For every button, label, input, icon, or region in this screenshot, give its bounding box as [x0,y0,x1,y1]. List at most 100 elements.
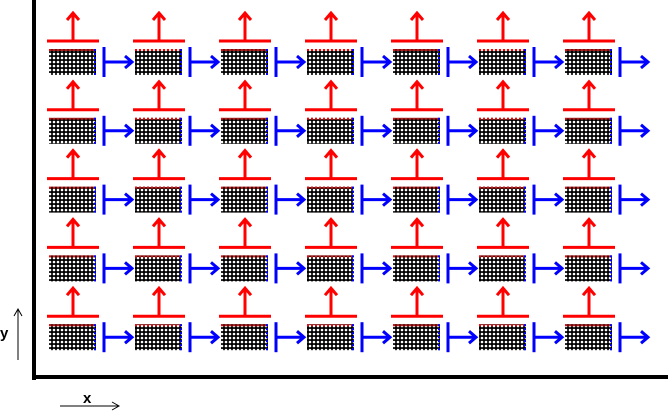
right-arrow-head [124,123,135,138]
red-up-arrow-icon [305,285,357,318]
blue-right-arrow-icon [360,322,393,353]
right-arrow-head [554,123,565,138]
block-dots [135,324,182,351]
grid-cell [563,285,651,353]
right-arrow-head [640,54,651,70]
right-arrow-head [296,261,307,276]
red-up-arrow-icon [219,148,271,181]
right-arrow-head [554,54,565,70]
red-up-arrow-icon [133,148,185,181]
blue-right-arrow-icon [360,47,393,77]
grid-cell [477,285,565,353]
right-arrow-head [554,261,565,276]
red-up-arrow-icon [391,148,443,181]
right-arrow-head [382,261,393,276]
red-up-arrow-icon [477,285,529,318]
up-arrow-head [581,10,597,21]
grid-cell [305,217,393,284]
right-arrow-head [640,123,651,138]
red-up-arrow-icon [305,217,357,249]
grid-cell [305,10,393,77]
cell-grid [47,10,651,353]
up-arrow-head [409,217,425,228]
right-arrow-head [382,192,393,207]
dot-matrix-block [135,186,182,213]
dot-matrix-block [565,186,612,213]
dot-matrix-block [49,49,96,75]
block-dots [49,49,96,75]
blue-right-arrow-icon [188,47,221,77]
up-arrow-head [151,10,167,21]
up-arrow-head [237,10,253,21]
block-dots [135,186,182,213]
grid-cell [219,10,307,77]
up-arrow-head [323,285,339,297]
dot-matrix-block [479,186,526,213]
blue-right-arrow-icon [360,253,393,284]
blue-right-arrow-icon [188,322,221,353]
up-arrow-head [495,10,511,21]
blue-right-arrow-icon [532,184,565,215]
grid-cell [305,148,393,215]
up-arrow-head [409,79,425,90]
block-dots [221,324,268,351]
blue-right-arrow-icon [618,322,651,353]
block-dots [479,186,526,213]
dot-matrix-block [49,255,96,282]
block-dots [135,49,182,75]
block-dots [565,186,612,213]
up-arrow-head [323,79,339,90]
blue-right-arrow-icon [532,253,565,284]
red-up-arrow-icon [305,79,357,112]
dot-matrix-block [221,324,268,351]
block-dots [393,186,440,213]
dot-matrix-block [479,324,526,351]
right-arrow-head [640,330,651,345]
block-dots [135,117,182,144]
grid-cell [219,285,307,353]
dot-matrix-block [565,49,612,75]
grid-cell [563,148,651,215]
red-up-arrow-icon [133,217,185,249]
right-arrow-head [210,54,221,70]
dot-matrix-block [479,255,526,282]
grid-cell [133,217,221,284]
up-arrow-head [581,79,597,90]
red-up-arrow-icon [563,79,615,112]
right-arrow-head [468,261,479,276]
red-up-arrow-icon [477,10,529,43]
blue-right-arrow-icon [618,115,651,146]
grid-cell [391,217,479,284]
right-arrow-head [296,330,307,345]
dot-matrix-block [307,49,354,75]
grid-cell [47,10,135,77]
dot-matrix-block [221,117,268,144]
up-arrow-head [151,217,167,228]
block-dots [307,255,354,282]
grid-cell [47,148,135,215]
red-up-arrow-icon [219,79,271,112]
block-dots [135,255,182,282]
grid-cell [133,285,221,353]
blue-right-arrow-icon [360,115,393,146]
block-dots [479,324,526,351]
right-arrow-head [296,54,307,70]
grid-cell [391,285,479,353]
blue-right-arrow-icon [360,184,393,215]
right-arrow-head [210,123,221,138]
dot-matrix-block [135,117,182,144]
dot-matrix-block [393,324,440,351]
grid-cell [305,79,393,146]
frame [32,0,668,380]
block-dots [565,117,612,144]
up-arrow-head [495,285,511,297]
dot-matrix-block [49,186,96,213]
dot-matrix-block [49,117,96,144]
up-arrow-head [495,148,511,159]
x-axis-indicator: x [60,390,121,411]
up-arrow-head [237,79,253,90]
dot-matrix-block [565,255,612,282]
blue-right-arrow-icon [102,253,135,284]
red-up-arrow-icon [391,217,443,249]
